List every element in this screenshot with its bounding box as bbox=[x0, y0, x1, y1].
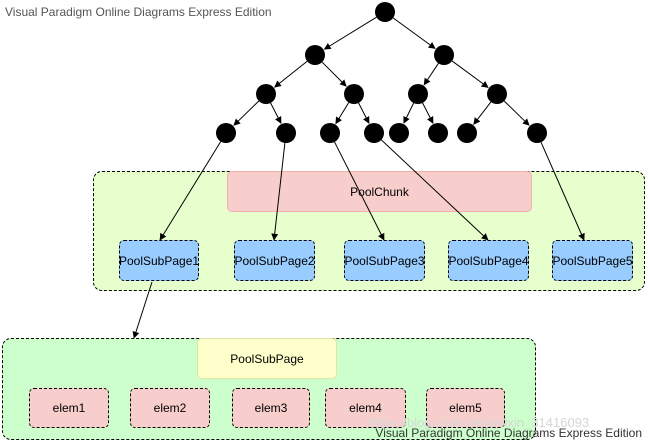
tree-node bbox=[428, 123, 448, 143]
tree-node bbox=[375, 2, 395, 22]
pool-subpage-3-box[interactable]: PoolSubPage3 bbox=[344, 240, 425, 281]
tree-node bbox=[389, 123, 409, 143]
tree-edge bbox=[473, 101, 492, 125]
tree-node bbox=[216, 123, 236, 143]
pool-subpage-title[interactable]: PoolSubPage bbox=[197, 338, 337, 379]
page-to-subpage-arrow bbox=[132, 281, 153, 339]
tree-edge bbox=[503, 100, 530, 126]
tree-node bbox=[320, 123, 340, 143]
pool-chunk-title[interactable]: PoolChunk bbox=[227, 171, 532, 212]
tree-node bbox=[527, 123, 547, 143]
watermark-bottom: Visual Paradigm Online Diagrams Express … bbox=[375, 426, 642, 440]
pool-subpage-5-box[interactable]: PoolSubPage5 bbox=[552, 240, 633, 281]
elem-3-box[interactable]: elem3 bbox=[232, 388, 310, 428]
tree-edge bbox=[451, 60, 489, 88]
tree-edge bbox=[323, 16, 377, 50]
tree-edge bbox=[403, 102, 415, 124]
tree-node bbox=[434, 45, 454, 65]
elem-1-box[interactable]: elem1 bbox=[29, 388, 109, 428]
tree-node bbox=[457, 123, 477, 143]
watermark-url: https://blog.csdn.net/weixin_31416093 bbox=[368, 415, 590, 430]
tree-edge bbox=[233, 100, 260, 126]
watermark-top: Visual Paradigm Online Diagrams Express … bbox=[5, 5, 272, 19]
leaf-to-page-arrow bbox=[540, 141, 585, 241]
tree-edge bbox=[423, 63, 439, 86]
pool-subpage-4-box[interactable]: PoolSubPage4 bbox=[448, 240, 529, 281]
tree-node bbox=[305, 45, 325, 65]
leaf-to-page-arrow bbox=[380, 139, 489, 241]
leaf-to-page-arrow bbox=[334, 141, 385, 241]
pool-subpage-1-box[interactable]: PoolSubPage1 bbox=[119, 240, 199, 281]
leaf-to-page-arrow bbox=[159, 141, 222, 241]
tree-node bbox=[276, 123, 296, 143]
tree-node bbox=[364, 123, 384, 143]
elem-2-box[interactable]: elem2 bbox=[130, 388, 210, 428]
leaf-to-page-arrow bbox=[271, 142, 286, 241]
tree-edge bbox=[270, 102, 282, 124]
tree-edge bbox=[392, 17, 436, 49]
pool-subpage-2-box[interactable]: PoolSubPage2 bbox=[234, 240, 315, 281]
tree-edge bbox=[321, 61, 347, 87]
tree-edge bbox=[358, 102, 370, 124]
tree-node bbox=[344, 84, 364, 104]
elem-5-box[interactable]: elem5 bbox=[426, 388, 505, 428]
tree-edge bbox=[422, 102, 434, 124]
tree-edge bbox=[335, 102, 350, 125]
elem-4-box[interactable]: elem4 bbox=[325, 388, 406, 428]
tree-node bbox=[256, 84, 276, 104]
tree-edge bbox=[274, 60, 308, 88]
tree-node bbox=[487, 84, 507, 104]
tree-node bbox=[408, 84, 428, 104]
